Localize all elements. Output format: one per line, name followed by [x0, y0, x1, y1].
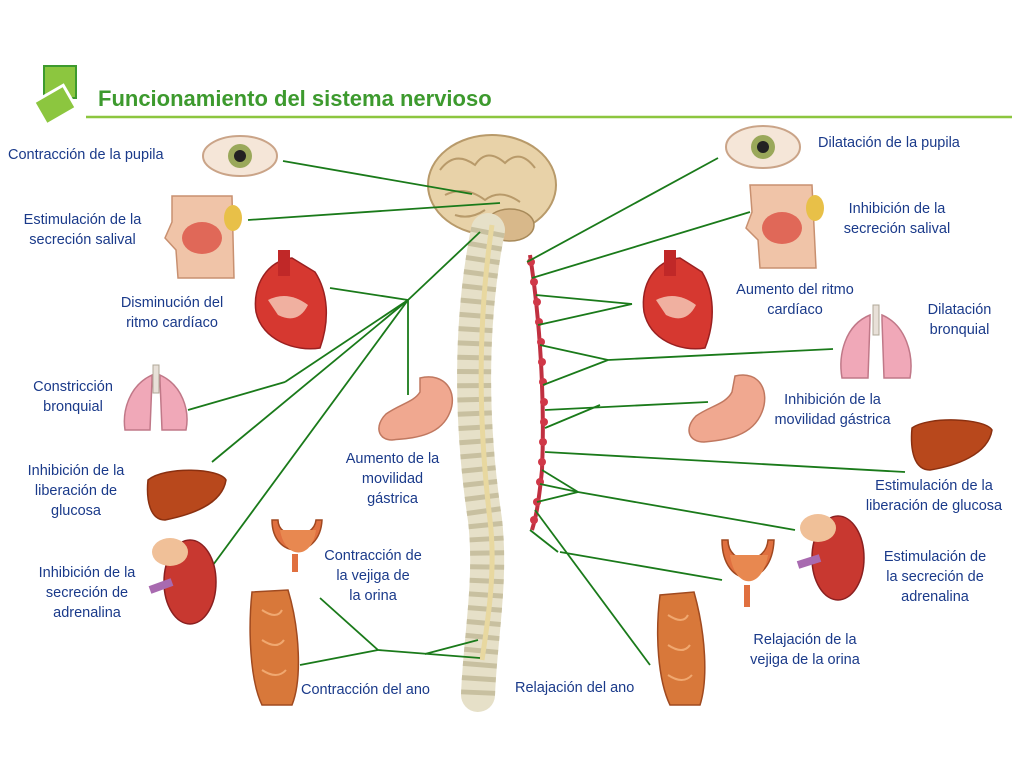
label-right-stomach: Inhibición de la movilidad gástrica — [774, 392, 891, 428]
sympathetic-chain-icon — [527, 254, 548, 531]
label-left-pupil: Contracción de la pupila — [8, 147, 164, 163]
head-saliva-icon-right — [745, 184, 824, 269]
liver-icon-left — [146, 469, 227, 521]
eye-icon-left — [202, 135, 278, 177]
brain-icon — [427, 134, 557, 242]
label-left-saliva: Estimulación de la secreción salival — [23, 212, 142, 248]
rectum-icon-left — [249, 589, 300, 706]
bladder-icon-left — [271, 519, 323, 572]
label-right-liver: Estimulación de la liberación de glucosa — [865, 478, 1003, 514]
label-right-heart: Aumento del ritmo cardíaco — [736, 282, 854, 318]
lungs-icon-right — [840, 304, 912, 379]
label-right-lung: Dilatación bronquial — [927, 302, 992, 338]
label-left-kidney: Inhibición de la secreción de adrenalina — [38, 565, 136, 621]
eye-icon-right — [725, 125, 801, 169]
label-right-kidney: Estimulación de la secreción de adrenali… — [883, 549, 987, 605]
heart-icon-right — [642, 250, 713, 350]
stomach-icon-left — [378, 376, 454, 441]
spinal-column-icon — [457, 213, 505, 712]
liver-icon-right — [910, 419, 993, 471]
stomach-icon-right — [688, 374, 766, 443]
label-right-bladder: Relajación de la vejiga de la orina — [750, 632, 860, 668]
head-saliva-icon-left — [164, 195, 242, 279]
label-left-bladder: Contracción de la vejiga de la orina — [324, 548, 422, 604]
label-left-anus: Contracción del ano — [301, 682, 430, 698]
rectum-icon-right — [656, 591, 706, 706]
label-left-stomach: Aumento de la movilidad gástrica — [345, 451, 440, 507]
page-title: Funcionamiento del sistema nervioso — [98, 86, 492, 111]
kidney-icon-left — [148, 538, 217, 625]
lungs-icon-left — [123, 364, 188, 431]
kidney-icon-right — [796, 514, 865, 601]
label-right-pupil: Dilatación de la pupila — [818, 135, 960, 151]
heart-icon-left — [254, 250, 328, 350]
bladder-icon-right — [721, 539, 775, 607]
logo-icon — [31, 65, 79, 127]
label-left-lung: Constricción bronquial — [33, 379, 113, 415]
label-left-heart: Disminución del ritmo cardíaco — [120, 295, 224, 331]
label-left-liver: Inhibición de la liberación de glucosa — [27, 463, 125, 519]
label-right-saliva: Inhibición de la secreción salival — [843, 201, 951, 237]
label-right-anus: Relajación del ano — [515, 680, 635, 696]
nerve-connections — [187, 157, 906, 666]
